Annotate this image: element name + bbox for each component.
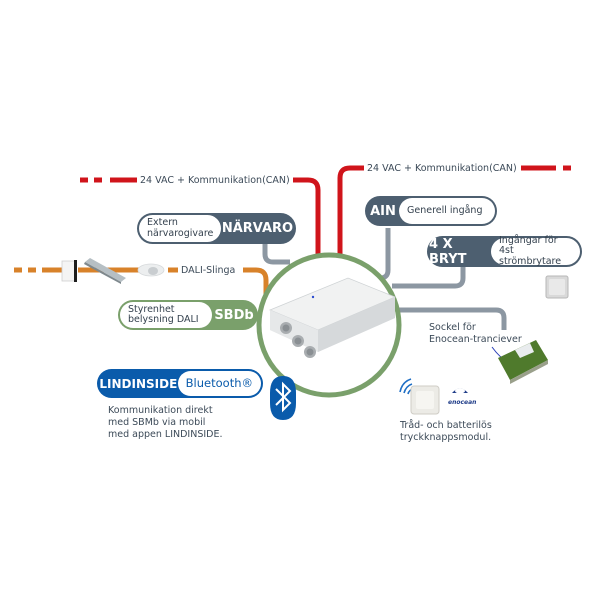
enocean-module-line: Tråd- och batterilös [400, 420, 492, 431]
can-bus-right-line [337, 165, 571, 268]
sbdb-pill: Styrenhet belysning DALI SBDb [118, 300, 258, 330]
can-bus-left-line [80, 177, 321, 268]
sbdb-description-line: belysning DALI [128, 314, 199, 325]
enocean-module-line: tryckknappsmodul. [400, 432, 492, 443]
narvaro-description-line: Extern [147, 217, 178, 228]
lindinside-tag: LINDINSIDE [99, 376, 178, 391]
lindinside-description-line: med SBMb via mobil [108, 417, 206, 428]
ain-pill: AIN Generell ingång [365, 196, 497, 226]
sbdb-description: Styrenhet belysning DALI [120, 302, 212, 328]
push-button-switch-icon [410, 385, 440, 415]
bluetooth-badge: Bluetooth® [177, 371, 261, 396]
lindinside-pill[interactable]: LINDINSIDE Bluetooth® [97, 369, 263, 398]
dali-label: DALI-Slinga [181, 265, 236, 276]
narvaro-description-line: närvarogivare [147, 227, 214, 239]
narvaro-tag: NÄRVARO [221, 221, 294, 236]
sbdb-description-line: Styrenhet [128, 303, 175, 315]
lindinside-description: Kommunikation direkt med SBMb via mobil … [108, 405, 223, 441]
transceiver-module-icon [491, 340, 548, 384]
bryt-pill: 4 X BRYT Ingångar för 4st strömbrytare [427, 234, 582, 267]
controller-box-icon [268, 277, 397, 358]
dali-driver-icon [61, 260, 77, 282]
ain-description: Generell ingång [399, 198, 495, 224]
push-button-switch-icon [545, 275, 569, 299]
enocean-module-label: Tråd- och batterilös tryckknappsmodul. [400, 420, 492, 444]
bluetooth-icon [270, 376, 296, 420]
presence-sensor-icon [137, 263, 165, 277]
enocean-socket-label: Sockel för Enocean-tranciever [429, 322, 522, 346]
can-bus-right-label: 24 VAC + Kommunikation(CAN) [367, 163, 517, 174]
enocean-socket-line: Sockel för [429, 322, 476, 333]
enocean-logo-text: enocean [448, 399, 477, 406]
ain-tag: AIN [370, 203, 396, 219]
lindinside-description-line: Kommunikation direkt [108, 405, 213, 416]
narvaro-description: Extern närvarogivare [139, 215, 221, 242]
bryt-description-line: strömbrytare [499, 255, 562, 267]
enocean-logo-icon [452, 388, 468, 394]
enocean-socket-line: Enocean-tranciever [429, 334, 522, 345]
lindinside-description-line: med appen LINDINSIDE. [108, 429, 223, 440]
can-bus-left-label: 24 VAC + Kommunikation(CAN) [140, 175, 290, 186]
bryt-description: Ingångar för 4st strömbrytare [491, 234, 580, 267]
luminaire-icon [84, 258, 126, 284]
bryt-tag: 4 X BRYT [429, 236, 467, 267]
narvaro-pill: Extern närvarogivare NÄRVARO [137, 213, 296, 244]
bryt-description-line: Ingångar för 4st [499, 234, 558, 257]
sbdb-tag: SBDb [214, 307, 254, 323]
